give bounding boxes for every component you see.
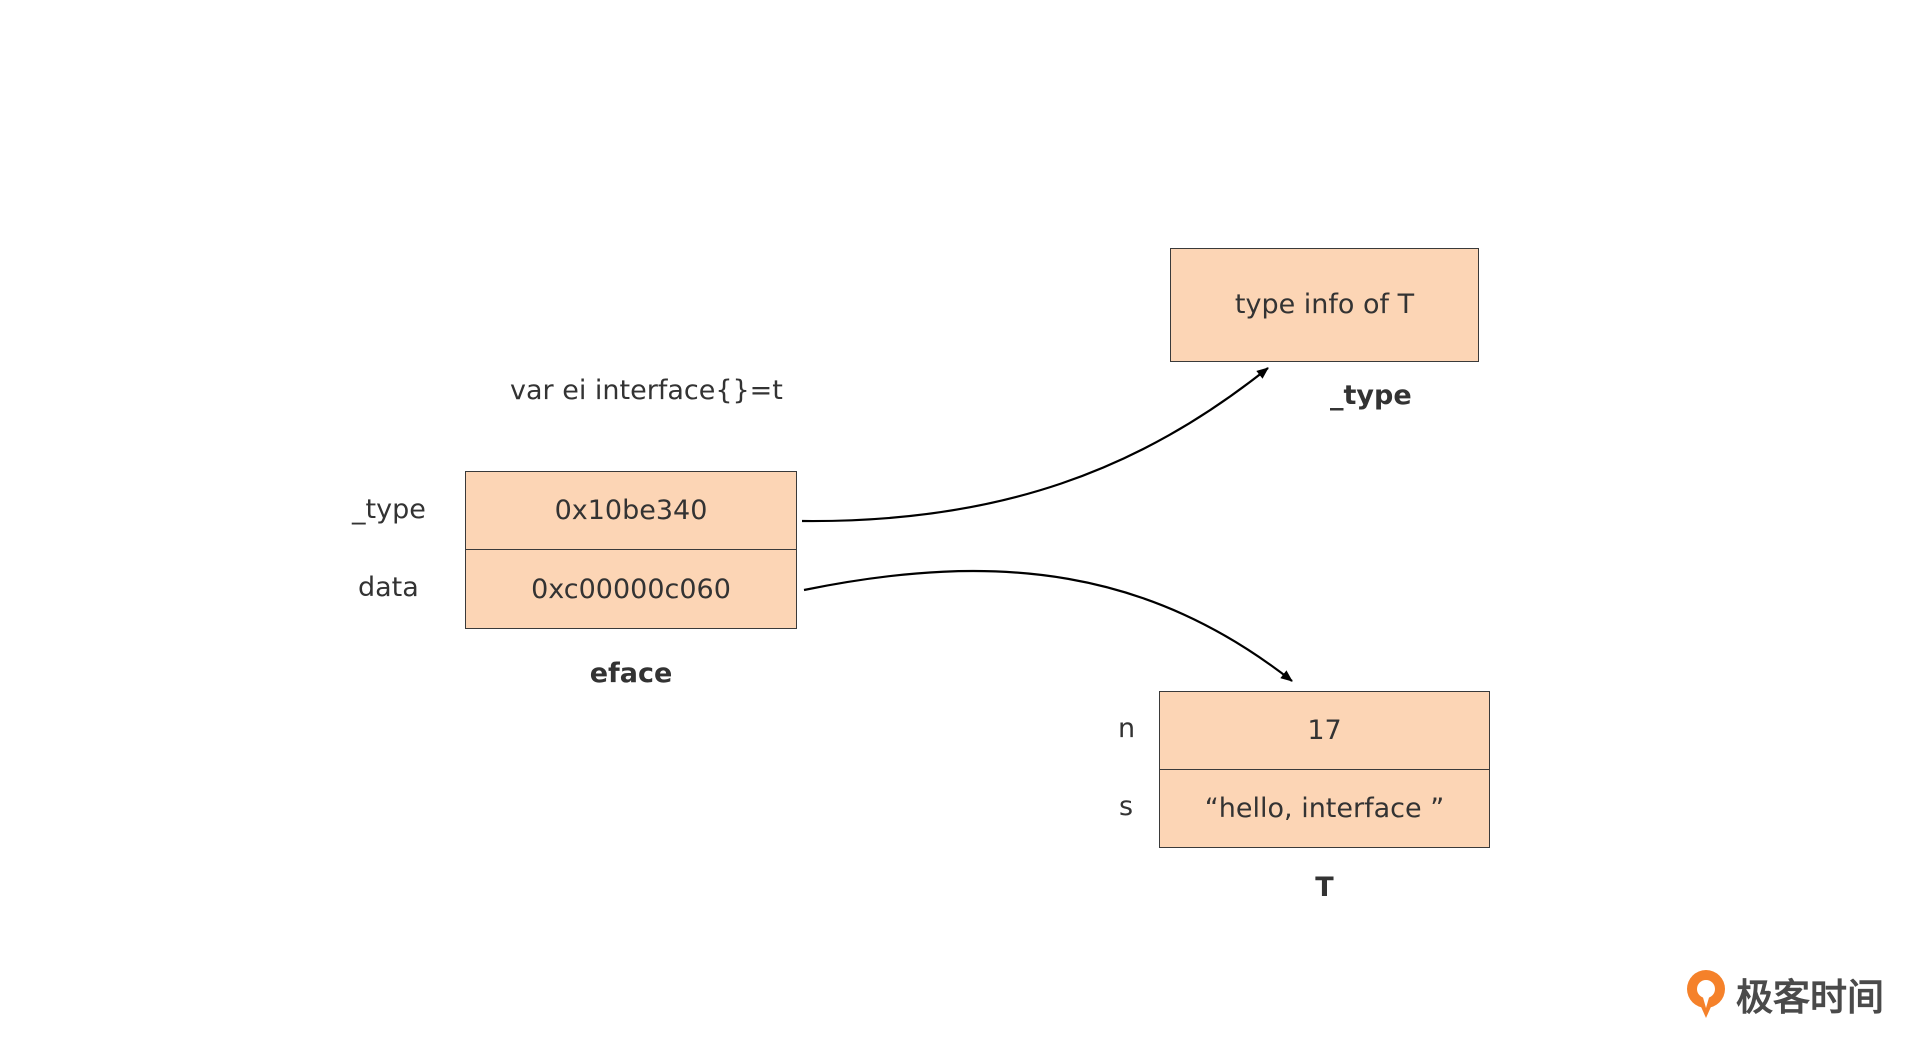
eface-field-label-type: _type	[352, 494, 426, 525]
eface-type-value: 0x10be340	[554, 495, 708, 526]
t-field-label-s: s	[1119, 791, 1134, 822]
t-caption: T	[1315, 872, 1334, 903]
geektime-logo-icon	[1687, 970, 1725, 1018]
code-label: var ei interface{}=t	[510, 375, 783, 406]
eface-field-label-data: data	[358, 572, 419, 603]
eface-data-value: 0xc00000c060	[531, 573, 731, 605]
geektime-logo-text: 极客时间	[1736, 976, 1884, 1019]
geektime-logo: 极客时间	[1684, 966, 1884, 1022]
type-info-box: type info of T	[1170, 248, 1479, 362]
data-pointer-arrow	[803, 569, 1293, 682]
type-info-caption: _type	[1330, 380, 1412, 411]
eface-box: 0x10be340 0xc00000c060	[465, 471, 797, 629]
t-n-value: 17	[1307, 715, 1342, 746]
t-divider	[1160, 769, 1489, 770]
type-info-text: type info of T	[1234, 289, 1415, 320]
eface-divider	[466, 549, 796, 550]
t-s-value: “hello, interface ”	[1204, 793, 1445, 824]
t-box: 17 “hello, interface ”	[1159, 691, 1490, 848]
type-pointer-arrow	[801, 367, 1269, 523]
t-field-label-n: n	[1118, 713, 1136, 744]
eface-caption: eface	[589, 658, 673, 689]
